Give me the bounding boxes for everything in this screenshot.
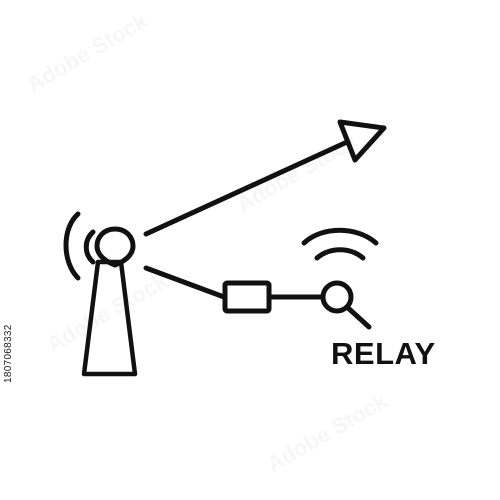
antenna-tower-icon	[81, 226, 138, 377]
signal-arrow-icon	[143, 119, 387, 237]
wifi-waves-icon	[301, 227, 379, 261]
relay-link-line	[143, 265, 227, 300]
relay-label: RELAY	[331, 336, 436, 371]
relay-box-icon	[222, 280, 272, 314]
stock-id: 1807068332	[3, 324, 14, 383]
receiver-node-icon	[320, 280, 372, 330]
broadcast-waves-icon	[63, 211, 96, 281]
